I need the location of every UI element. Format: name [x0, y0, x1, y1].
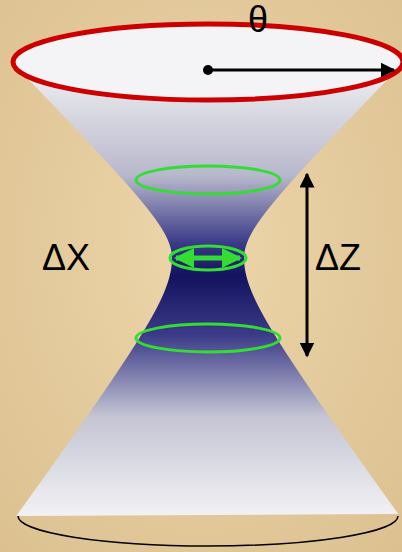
green-ring [136, 324, 280, 352]
bottom-rim [18, 516, 398, 546]
angle-arrow [208, 69, 394, 72]
top-ring [13, 24, 402, 100]
waist-ring [170, 246, 246, 270]
length-arrow [306, 174, 309, 356]
dimension-label: ΔZ [315, 240, 361, 276]
beam-envelope [14, 62, 402, 516]
green-ring [136, 166, 280, 194]
angle-label: θ [248, 2, 268, 38]
waist-arrow [176, 256, 240, 261]
dimension-label: ΔX [42, 240, 90, 276]
